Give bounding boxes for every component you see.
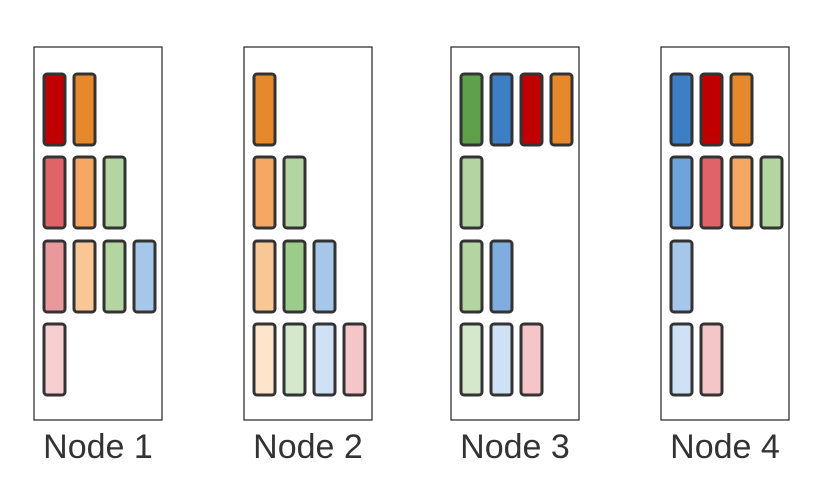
node-3: Node 3: [450, 46, 580, 466]
block-row-2-col-2: [282, 155, 307, 230]
node-label: Node 2: [253, 428, 363, 466]
block-row-1-col-3: [729, 72, 754, 147]
block-row-4-col-2: [489, 322, 514, 397]
block-row-3-col-2: [282, 239, 307, 314]
block-row-2-col-1: [669, 155, 694, 230]
block-row-4-col-2: [282, 322, 307, 397]
block-row-1-col-2: [489, 72, 514, 147]
block-row-1-col-1: [459, 72, 484, 147]
block-row-3-col-1: [252, 239, 277, 314]
node-box: [243, 46, 373, 421]
block-row-3-col-1: [42, 239, 67, 314]
block-row-4-col-4: [342, 322, 367, 397]
block-row-3-col-2: [72, 239, 97, 314]
block-row-4-col-3: [312, 322, 337, 397]
block-row-1-col-1: [42, 72, 67, 147]
block-row-2-col-1: [252, 155, 277, 230]
nodes-layer: Node 1 Node 2 Node 3 Node 4: [33, 46, 790, 466]
node-4: Node 4: [660, 46, 790, 466]
node-label: Node 1: [43, 428, 153, 466]
block-row-3-col-2: [489, 239, 514, 314]
block-row-4-col-1: [669, 322, 694, 397]
block-row-2-col-2: [699, 155, 724, 230]
block-row-1-col-2: [699, 72, 724, 147]
block-row-4-col-1: [252, 322, 277, 397]
block-row-1-col-1: [252, 72, 277, 147]
node-2: Node 2: [243, 46, 373, 466]
node-box: [660, 46, 790, 421]
block-row-2-col-3: [102, 155, 127, 230]
node-1: Node 1: [33, 46, 163, 466]
block-row-2-col-2: [72, 155, 97, 230]
node-label: Node 3: [460, 428, 570, 466]
block-row-3-col-3: [102, 239, 127, 314]
block-row-1-col-3: [519, 72, 544, 147]
block-row-2-col-1: [459, 155, 484, 230]
node-box: [450, 46, 580, 421]
block-row-4-col-2: [699, 322, 724, 397]
block-row-3-col-1: [459, 239, 484, 314]
block-row-2-col-1: [42, 155, 67, 230]
block-row-4-col-3: [519, 322, 544, 397]
block-row-1-col-1: [669, 72, 694, 147]
block-row-3-col-1: [669, 239, 694, 314]
block-row-4-col-1: [42, 322, 67, 397]
block-row-2-col-3: [729, 155, 754, 230]
block-row-1-col-4: [549, 72, 574, 147]
block-row-2-col-4: [759, 155, 784, 230]
node-label: Node 4: [670, 428, 780, 466]
block-row-1-col-2: [72, 72, 97, 147]
block-row-3-col-4: [132, 239, 157, 314]
block-row-3-col-3: [312, 239, 337, 314]
node-box: [33, 46, 163, 421]
block-row-4-col-1: [459, 322, 484, 397]
